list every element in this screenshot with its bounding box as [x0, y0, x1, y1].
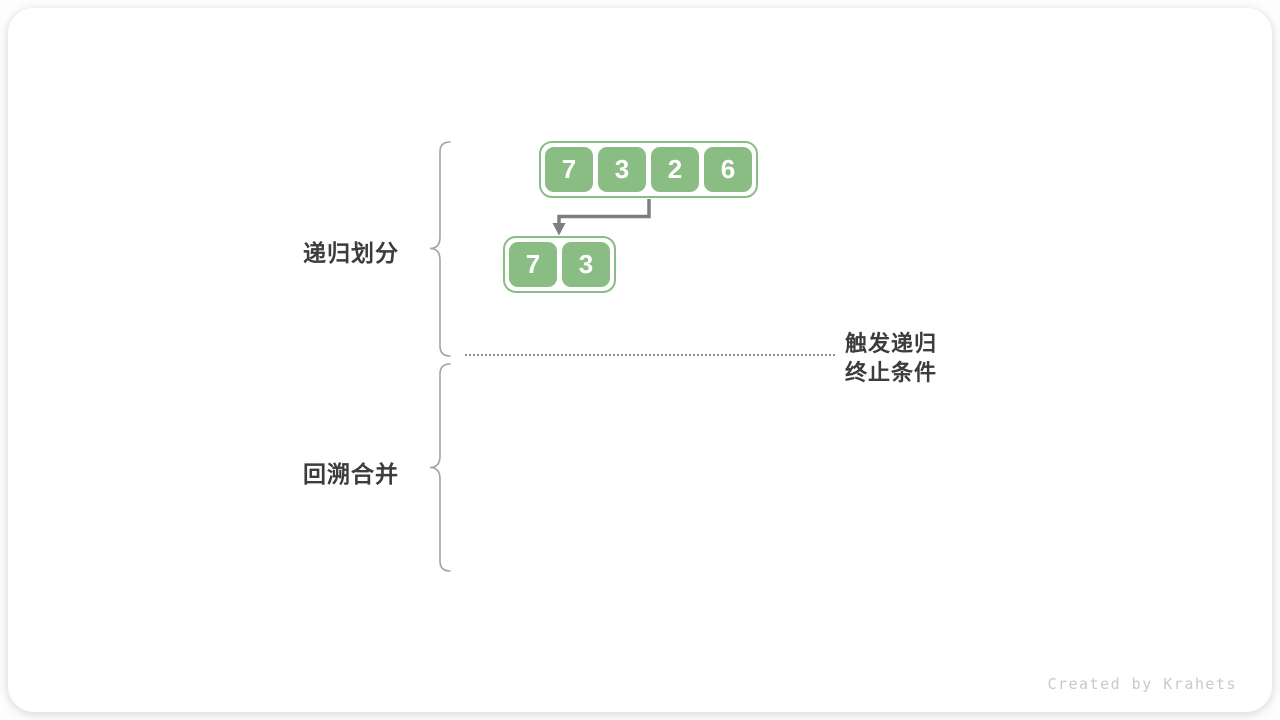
array-cell: 3 [562, 242, 610, 287]
termination-label: 触发递归 终止条件 [845, 329, 937, 387]
array-cell: 7 [545, 147, 593, 192]
array-level1: 7 3 2 6 [539, 141, 758, 198]
recursive-divide-label: 递归划分 [303, 240, 399, 266]
array-cell: 7 [509, 242, 557, 287]
termination-label-line1: 触发递归 [845, 331, 938, 356]
watermark: Created by Krahets [1047, 675, 1237, 693]
array-cell: 6 [704, 147, 752, 192]
termination-label-line2: 终止条件 [845, 360, 938, 385]
split-arrow-icon [552, 199, 651, 236]
array-cell: 3 [598, 147, 646, 192]
array-level2: 7 3 [503, 236, 616, 293]
array-cell: 2 [651, 147, 699, 192]
diagram-card [8, 8, 1272, 712]
recursive-divide-brace [429, 141, 451, 357]
backtrack-merge-label: 回溯合并 [303, 461, 399, 487]
backtrack-merge-brace [429, 363, 451, 572]
termination-dotted-line [465, 354, 835, 356]
